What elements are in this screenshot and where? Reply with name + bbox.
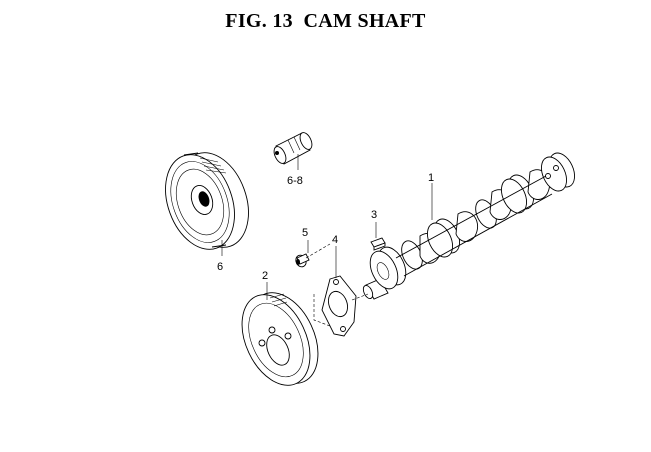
- leader-lines: [221, 154, 433, 327]
- part-label-5: 5: [302, 227, 308, 239]
- thrust-plate-part: [321, 275, 357, 337]
- part-label-3: 3: [371, 209, 377, 221]
- page-title: FIG. 13 CAM SHAFT: [225, 10, 426, 32]
- camshaft-part: [362, 152, 575, 300]
- part-label-4: 4: [332, 234, 338, 246]
- hub-part: [273, 132, 313, 165]
- part-label-1: 1: [428, 172, 434, 184]
- bolt-part: [295, 253, 310, 268]
- part-label-2: 2: [262, 270, 268, 282]
- part-label-6-8: 6-8: [287, 175, 303, 187]
- key-part: [370, 237, 386, 251]
- timing-gear-part: [241, 292, 319, 386]
- pulley-part: [165, 152, 249, 250]
- part-label-6: 6: [217, 261, 223, 273]
- part-labels: 1 2 3 4 5 6 6-8: [217, 172, 434, 282]
